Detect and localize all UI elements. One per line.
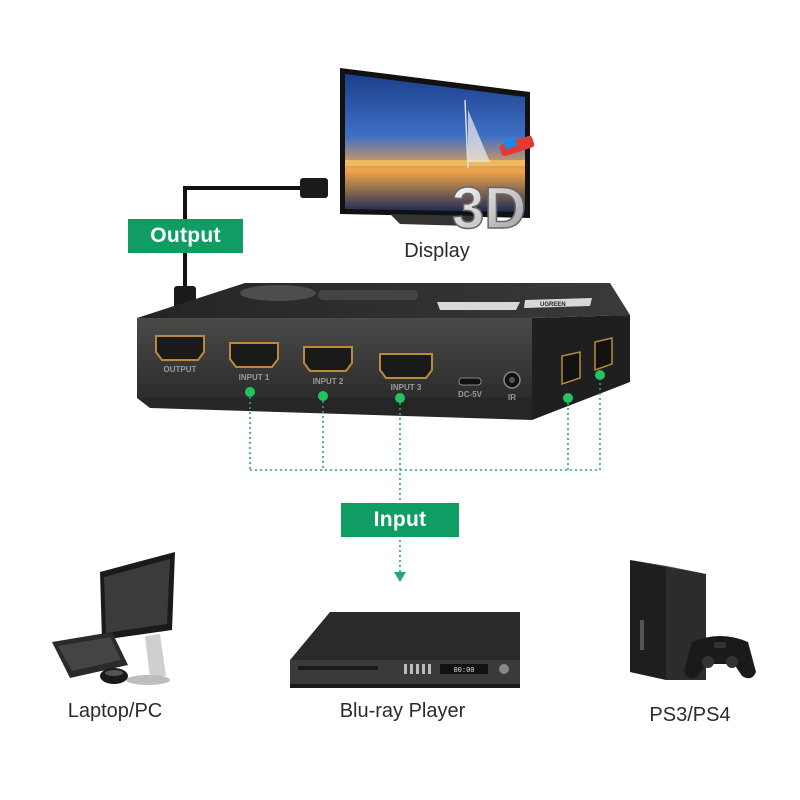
input-tag: Input: [341, 503, 459, 537]
3d-glasses-icon: [499, 135, 535, 157]
hdmi-switch-box: UGREEN OUTPUT INPUT 1 INPUT 2 INPUT 3 DC…: [137, 283, 630, 420]
port-input-1-label: INPUT 1: [239, 373, 270, 382]
gamepad-icon: [684, 636, 756, 679]
laptop-pc-label: Laptop/PC: [67, 700, 163, 722]
port-input-2-label: INPUT 2: [313, 377, 344, 386]
port-input-4: [561, 351, 581, 386]
bluray-player-label: Blu-ray Player: [339, 700, 466, 722]
port-input-2: INPUT 2: [303, 346, 353, 386]
arrow-down-icon: [394, 572, 406, 582]
output-cable: [183, 186, 303, 305]
output-tag: Output: [128, 219, 243, 253]
ps3-ps4-label: PS3/PS4: [649, 704, 731, 726]
cable-plug-top: [300, 178, 328, 198]
port-ir-label: IR: [508, 393, 516, 402]
port-input-1: INPUT 1: [229, 342, 279, 382]
port-output-label: OUTPUT: [164, 365, 197, 374]
3d-badge-text: 3D: [452, 176, 526, 241]
tv-screen: [345, 74, 525, 212]
desktop-pc-icon: [52, 552, 175, 685]
switch-side: [532, 315, 630, 420]
switch-button: [240, 285, 316, 301]
port-ir: IR: [503, 371, 521, 402]
bluray-player-icon: 00:00: [290, 612, 520, 688]
port-input-5: [594, 337, 613, 372]
connection-lines: [249, 378, 601, 572]
brand-label: UGREEN: [540, 302, 566, 308]
port-output: OUTPUT: [155, 335, 205, 374]
display-tv: 3D: [340, 68, 535, 242]
3d-badge: 3D: [451, 135, 535, 242]
player-display-text: 00:00: [453, 667, 474, 675]
display-label: Display: [404, 240, 470, 262]
port-input-3: INPUT 3: [379, 353, 433, 392]
tv-stand: [390, 214, 480, 226]
port-power-label: DC-5V: [458, 390, 483, 399]
port-power: DC-5V: [458, 377, 483, 399]
game-console-icon: [630, 560, 706, 680]
connection-dots: [245, 370, 605, 403]
port-input-3-label: INPUT 3: [391, 383, 422, 392]
